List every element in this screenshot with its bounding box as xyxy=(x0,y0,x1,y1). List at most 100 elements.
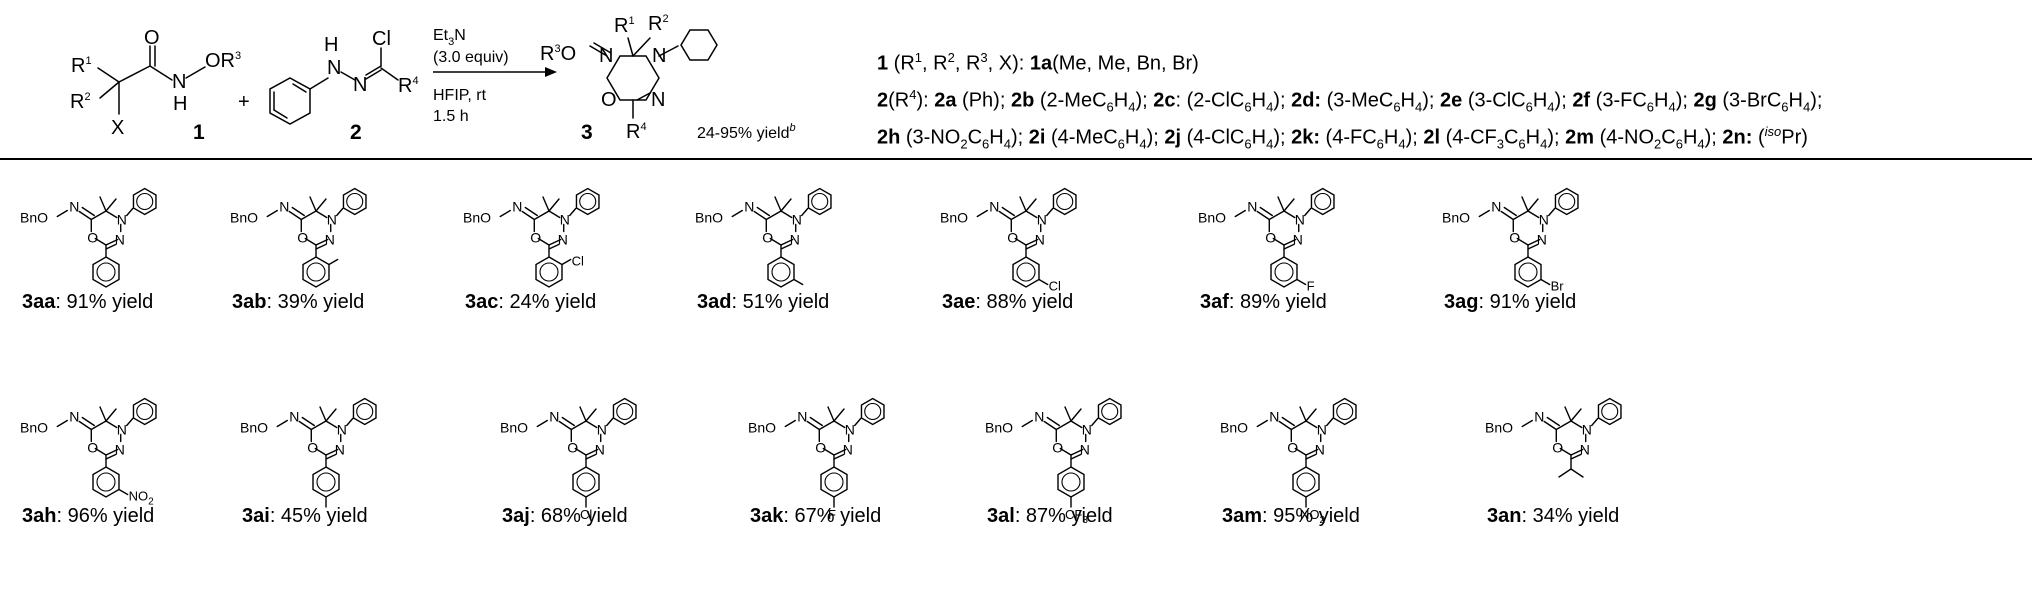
n-phenyl-bond xyxy=(606,417,614,427)
ring-n-label: N xyxy=(1037,212,1047,228)
oxime-n-label: N xyxy=(1269,409,1279,425)
oxime-bond-double xyxy=(291,206,305,217)
oxime-bond xyxy=(78,210,92,221)
ring-bond xyxy=(1010,210,1027,221)
n-phenyl-aromatic xyxy=(579,192,597,211)
oxime-n-label: N xyxy=(989,199,999,215)
n-phenyl-ring xyxy=(1310,187,1335,216)
ring-o-label: O xyxy=(1287,440,1298,456)
reaction-arrow-group: Et3N (3.0 equiv) HFIP, rt 1.5 h xyxy=(433,27,557,125)
ring-bond-double xyxy=(1283,243,1295,250)
n-phenyl-ring xyxy=(132,187,157,216)
ring-bond xyxy=(94,237,107,246)
oxime-bond-double xyxy=(1281,416,1295,427)
scheme-divider xyxy=(0,158,2032,160)
methyl-bond xyxy=(105,198,117,212)
oxime-n-label: N xyxy=(1247,199,1257,215)
n-phenyl-ring xyxy=(807,187,832,216)
ring-o-label: O xyxy=(1052,440,1063,456)
ring-n-label: N xyxy=(560,212,570,228)
ring-n-label: N xyxy=(327,212,337,228)
ring-bond xyxy=(1527,238,1541,246)
methyl-bond xyxy=(1570,408,1582,422)
oxime-bond-double xyxy=(301,416,315,427)
oxime-n-label: N xyxy=(1034,409,1044,425)
methyl-bond xyxy=(548,198,560,212)
bno-label: BnO xyxy=(1220,420,1248,436)
ring-bond xyxy=(1570,448,1584,456)
reagent1-n: N xyxy=(172,71,186,93)
ring-n-label: N xyxy=(115,442,125,458)
oxime-n-label: N xyxy=(289,409,299,425)
ring-bond xyxy=(1559,447,1572,456)
reagent1-r1: R1 xyxy=(71,55,92,77)
n-phenyl-aromatic xyxy=(356,402,374,421)
n-phenyl-aromatic xyxy=(1558,192,1576,211)
ring-bond xyxy=(780,238,794,246)
methyl-bond xyxy=(309,196,317,212)
compound-caption: 3al: 87% yield xyxy=(987,505,1113,527)
oxime-n-label: N xyxy=(279,199,289,215)
oxime-bond xyxy=(298,420,312,431)
product-n3: N xyxy=(652,45,666,67)
oxime-o-bond xyxy=(1478,209,1490,218)
methyl-bond xyxy=(105,408,117,422)
ring-bond-double xyxy=(548,243,560,250)
ring-o-label: O xyxy=(567,440,578,456)
n-phenyl-ring xyxy=(352,397,377,426)
substituent-label: NO2 xyxy=(129,489,155,508)
n-phenyl-ring xyxy=(132,397,157,426)
ring-n-label: N xyxy=(337,422,347,438)
bno-label: BnO xyxy=(500,420,528,436)
oxime-o-bond xyxy=(784,419,796,428)
methyl-bond xyxy=(1564,406,1572,422)
ring-o-label: O xyxy=(307,440,318,456)
ring-bond xyxy=(105,210,118,219)
ring-bond-double xyxy=(1570,453,1582,460)
ring-bond-double xyxy=(780,243,792,250)
reagent2-cl: Cl xyxy=(372,28,391,50)
oxime-bond xyxy=(78,420,92,431)
ring-n-label: N xyxy=(325,232,335,248)
oxime-o-bond xyxy=(976,209,988,218)
ring-o-label: O xyxy=(530,230,541,246)
ring-n-label: N xyxy=(597,422,607,438)
oxime-bond-double xyxy=(1259,206,1273,217)
product-r1: R1 xyxy=(614,15,635,37)
legend-line-3: 2h (3-NO2C6H4); 2i (4-MeC6H4); 2j (4-ClC… xyxy=(877,124,1808,152)
ring-bond xyxy=(315,238,329,246)
ring-bond-double xyxy=(833,453,845,460)
isopropyl-bond xyxy=(1558,468,1572,478)
ring-bond xyxy=(105,238,119,246)
n-phenyl-bond xyxy=(1046,207,1054,217)
ring-bond xyxy=(300,210,317,221)
oxime-bond xyxy=(753,210,767,221)
oxime-n-label: N xyxy=(69,409,79,425)
oxime-n-label: N xyxy=(797,409,807,425)
ring-bond xyxy=(533,210,550,221)
substituent-bond xyxy=(328,258,339,266)
oxime-bond-double xyxy=(756,206,770,217)
ring-n-label: N xyxy=(595,442,605,458)
ring-bond xyxy=(1290,420,1307,431)
aryl-ring xyxy=(92,466,120,498)
compound-caption: 3aj: 68% yield xyxy=(502,505,628,527)
oxime-bond-double xyxy=(81,206,95,217)
compound-caption: 3ai: 45% yield xyxy=(242,505,368,527)
ring-bond xyxy=(1025,210,1038,219)
ring-bond-double xyxy=(105,453,117,460)
condition-base: Et3N xyxy=(433,27,466,48)
n-phenyl-aromatic xyxy=(136,192,154,211)
ring-bond xyxy=(90,420,107,431)
oxime-o-bond xyxy=(266,209,278,218)
ring-o-label: O xyxy=(87,230,98,246)
methyl-bond xyxy=(1277,196,1285,212)
bno-label: BnO xyxy=(695,210,723,226)
